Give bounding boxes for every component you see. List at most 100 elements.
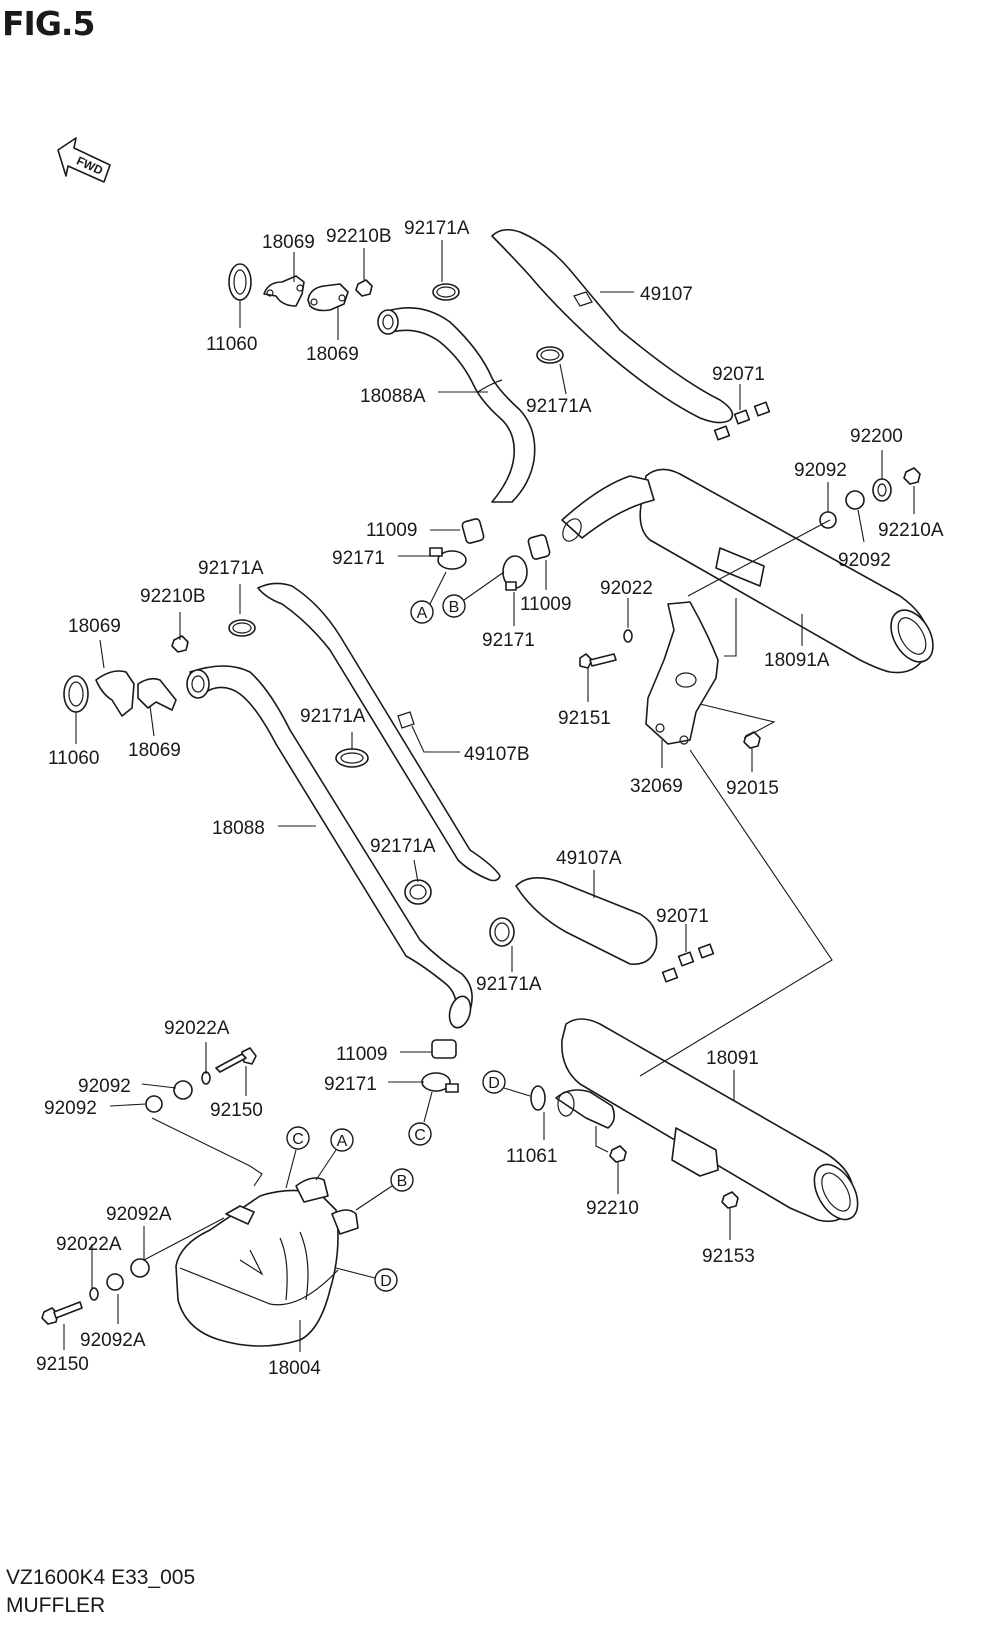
clamp-92171A-lower-3 [404, 879, 432, 905]
label-92092A: 92092A [106, 1204, 172, 1225]
bolt-92150-lower [41, 1301, 83, 1325]
heat-shield-49107A [515, 877, 658, 965]
nut-92210B-upper [355, 279, 373, 297]
label-11060: 11060 [206, 334, 257, 355]
callout-A-1: A [410, 600, 434, 624]
damper-92071-lower-1 [677, 951, 695, 967]
svg-text:C: C [414, 1127, 426, 1144]
heat-shield-49107 [491, 228, 734, 424]
label-92171A: 92171A [404, 218, 470, 239]
collar-11009-upper-2 [527, 534, 551, 560]
label-32069: 32069 [630, 776, 683, 797]
label-18088A: 18088A [360, 386, 426, 407]
label-92210B: 92210B [326, 226, 392, 247]
clamp-92171A-lower-2 [335, 748, 369, 768]
svg-text:B: B [397, 1173, 408, 1190]
nut-92210 [609, 1145, 627, 1163]
damper-92071-upper-1 [733, 409, 751, 425]
clamp-92171-upper-1 [429, 547, 467, 570]
part-labels: 18069 92210B 92171A 49107 11060 18069 18… [36, 218, 944, 1379]
label-92150: 92150 [36, 1354, 89, 1375]
callout-D-1: D [374, 1268, 398, 1292]
clamp-92171-lower [421, 1072, 459, 1093]
label-92092: 92092 [794, 460, 847, 481]
label-92171A: 92171A [370, 836, 436, 857]
label-92092: 92092 [44, 1098, 97, 1119]
flange-18069-lower-left [95, 670, 135, 717]
callout-C-2: C [408, 1122, 432, 1146]
collar-11009-upper-1 [461, 518, 485, 544]
grommet-92092-chamber-2 [173, 1080, 193, 1100]
label-18091: 18091 [706, 1048, 759, 1069]
label-11009: 11009 [520, 594, 571, 615]
nut-92015 [743, 731, 761, 749]
nut-92210B-lower [171, 635, 189, 653]
clamp-92171A-lower-1 [228, 619, 256, 637]
figure-title: FIG.5 [2, 4, 95, 43]
label-18069: 18069 [262, 232, 315, 253]
upper-exhaust-pipe-group [228, 228, 934, 749]
washer-92022A-lower [89, 1287, 99, 1301]
label-92015: 92015 [726, 778, 779, 799]
clamp-92171A-lower-4 [489, 917, 515, 947]
label-18069: 18069 [68, 616, 121, 637]
label-92092: 92092 [838, 550, 891, 571]
grommet-92092-upper-2 [845, 490, 865, 510]
label-92071: 92071 [712, 364, 765, 385]
label-92171A: 92171A [198, 558, 264, 579]
label-18069: 18069 [128, 740, 181, 761]
flange-18069-upper-right [307, 283, 349, 312]
svg-text:A: A [417, 605, 428, 622]
muffler-18091A [639, 468, 930, 674]
grommet-92092A-2 [106, 1273, 124, 1291]
section-name: MUFFLER [6, 1594, 106, 1617]
bolt-92150-upper [215, 1047, 257, 1073]
callout-D-2: D [482, 1070, 506, 1094]
label-92071: 92071 [656, 906, 709, 927]
label-11060: 11060 [48, 748, 99, 769]
label-11009: 11009 [366, 520, 417, 541]
lower-exhaust-pipe-group [63, 582, 859, 1223]
washer-92022 [623, 629, 633, 643]
label-92171A: 92171A [526, 396, 592, 417]
label-92210: 92210 [586, 1198, 639, 1219]
label-11061: 11061 [506, 1146, 557, 1167]
label-18091A: 18091A [764, 650, 830, 671]
label-92022A: 92022A [56, 1234, 122, 1255]
chamber-group [41, 1047, 359, 1347]
heat-shield-49107B [257, 582, 501, 882]
clamp-92171-upper-2 [502, 555, 528, 591]
label-18069: 18069 [306, 344, 359, 365]
label-92200: 92200 [850, 426, 903, 447]
svg-text:A: A [337, 1133, 348, 1150]
label-92092A: 92092A [80, 1330, 146, 1351]
exhaust-pipe-18088A [383, 306, 536, 503]
grommet-92092A-1 [130, 1258, 150, 1278]
label-18004: 18004 [268, 1358, 321, 1379]
grommet-92092-chamber-1 [145, 1095, 163, 1113]
flange-18069-upper-left [263, 275, 305, 307]
clamp-92171A-upper-2 [536, 346, 564, 364]
svg-text:D: D [488, 1075, 500, 1092]
callout-B-1: B [442, 594, 466, 618]
label-92022: 92022 [600, 578, 653, 599]
label-92022A: 92022A [164, 1018, 230, 1039]
label-49107A: 49107A [556, 848, 622, 869]
flange-18069-lower-right [137, 677, 177, 711]
collar-11009-lower [431, 1039, 457, 1059]
label-92151: 92151 [558, 708, 611, 729]
leader-lines [63, 240, 915, 1352]
label-11009: 11009 [336, 1044, 387, 1065]
label-92171A: 92171A [476, 974, 542, 995]
clamp-92171A-upper-1 [432, 283, 460, 301]
damper-92071-upper-2 [753, 401, 771, 417]
fwd-arrow-icon: FWD [57, 137, 111, 183]
callout-A-2: A [330, 1128, 354, 1152]
bolt-92153 [721, 1191, 739, 1209]
label-92171: 92171 [324, 1074, 377, 1095]
damper-92071-lower-2 [697, 943, 715, 959]
bush-92200 [872, 478, 892, 502]
label-92092: 92092 [78, 1076, 131, 1097]
label-92171A: 92171A [300, 706, 366, 727]
